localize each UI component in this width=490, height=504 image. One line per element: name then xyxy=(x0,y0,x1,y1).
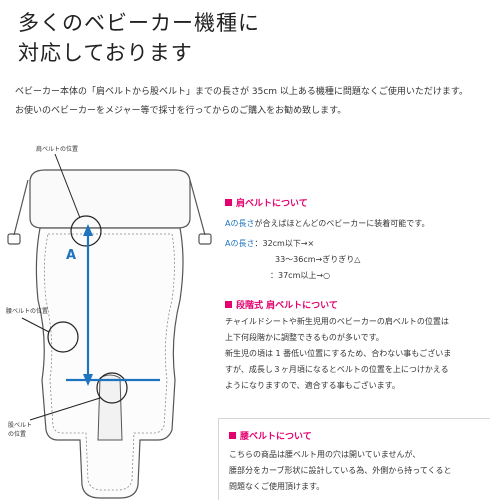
section-waist-belt: 腰ベルトについて こちらの商品は腰ベルト用の穴は開いていませんが、 腰部分をカー… xyxy=(218,418,490,500)
section2-line2: 上下何段階かに調整できるものが多いです。 xyxy=(225,333,384,342)
section3-line1: こちらの商品は腰ベルト用の穴は開いていませんが、 xyxy=(229,450,421,459)
section1-heading: 肩ベルトについて xyxy=(225,196,308,209)
section2-heading: 段階式 肩ベルトについて xyxy=(225,298,338,311)
section3-heading: 腰ベルトについて xyxy=(229,429,312,442)
section1-list-item3: ：37cm以上→○ xyxy=(270,271,331,280)
section2-line5: ようになりますので、適合する事もございます。 xyxy=(225,381,400,390)
crotch-callout-circle xyxy=(96,372,128,404)
shoulder-callout-circle xyxy=(70,215,102,247)
liner-body xyxy=(35,227,184,499)
waist-belt-label: 腰ベルトの位置 xyxy=(6,308,49,315)
section3-line2: 腰部分をカーブ形状に設計している為、外側から持ってくると xyxy=(229,466,452,475)
crotch-belt-label-line-2: の位置 xyxy=(8,431,27,438)
waist-callout-circle xyxy=(47,321,79,353)
right-buckle xyxy=(198,233,212,245)
liner-headrest xyxy=(29,169,191,229)
heading-square-icon xyxy=(225,199,232,206)
section3-line3: 問題なくご使用頂けます。 xyxy=(229,482,325,491)
left-buckle xyxy=(7,233,21,245)
stroller-liner-diagram: 肩ベルトの位置 腰ベルトの位置 股ベルト の位置 A xyxy=(0,140,215,500)
section1-list-item2: 33〜36cm→ぎりぎり△ xyxy=(275,255,361,264)
right-strap xyxy=(189,179,206,236)
section-stepped-shoulder-belt: 段階式 肩ベルトについて チャイルドシートや新生児用のベビーカーの肩ベルトの位置… xyxy=(215,294,483,398)
section2-line1: チャイルドシートや新生児用のベビーカーの肩ベルトの位置は xyxy=(225,317,449,326)
page-title-line-2: 対応しております xyxy=(18,41,193,65)
shoulder-belt-label: 肩ベルトの位置 xyxy=(36,146,79,153)
section1-list-item1: Aの長さ：32cm以下→× xyxy=(225,239,315,248)
heading-square-icon xyxy=(229,432,236,439)
crotch-pad xyxy=(97,374,123,441)
liner-stitching xyxy=(44,233,175,491)
section2-line4: すが、成長し３ヶ月頃になるとベルトの位置を上につけかえる xyxy=(225,365,449,374)
section-shoulder-belt: 肩ベルトについて Aの長さが合えばほとんどのベビーカーに装着可能です。 Aの長さ… xyxy=(215,186,483,294)
crotch-belt-label-line-1: 股ベルト xyxy=(8,422,33,429)
left-strap xyxy=(13,179,29,236)
heading-square-icon xyxy=(225,301,232,308)
measurement-arrow-head-top xyxy=(83,224,93,236)
intro-text-line-1: ベビーカー本体の「肩ベルトから股ベルト」までの長さが 35cm 以上ある機種に問… xyxy=(15,87,468,97)
intro-text-line-2: お使いのベビーカーをメジャー等で採寸を行ってからのご購入をお勧め致します。 xyxy=(15,106,347,116)
liner-illustration xyxy=(7,153,212,499)
measurement-label-a: A xyxy=(66,248,77,263)
page-title-line-1: 多くのベビーカー機種に xyxy=(18,11,260,35)
section1-line1: Aの長さが合えばほとんどのベビーカーに装着可能です。 xyxy=(225,219,430,228)
section2-line3: 新生児の頃は 1 番低い位置にするため、合わない事もございま xyxy=(225,349,452,358)
